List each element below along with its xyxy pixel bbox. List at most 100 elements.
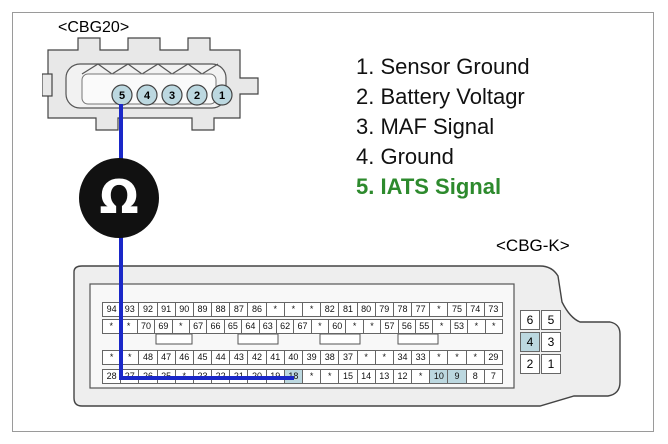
ecu-pin-cell: * bbox=[374, 350, 394, 365]
pin-legend: 1. Sensor Ground 2. Battery Voltagr 3. M… bbox=[356, 52, 530, 202]
ecu-pin-cell: 10 bbox=[429, 369, 449, 384]
ecu-pin-cell: * bbox=[447, 350, 467, 365]
ecu-pin-cell: 14 bbox=[356, 369, 376, 384]
ecu-pin-cell: 75 bbox=[447, 302, 467, 317]
ecu-pin-cell: * bbox=[429, 302, 449, 317]
ecu-pin-cell: * bbox=[283, 302, 303, 317]
ecu-right-pin-cell: 4 bbox=[520, 332, 540, 352]
top-connector-pins: 5 4 3 2 1 bbox=[111, 84, 233, 106]
ecu-pin-cell: * bbox=[102, 319, 121, 334]
ecu-pin-cell: 8 bbox=[465, 369, 485, 384]
ecu-pin-cell: 93 bbox=[120, 302, 140, 317]
ecu-pin-cell: 92 bbox=[138, 302, 158, 317]
ecu-right-pin-cell: 3 bbox=[541, 332, 561, 352]
legend-item: 3. MAF Signal bbox=[356, 114, 495, 139]
pin-3 bbox=[161, 84, 183, 106]
ecu-pin-cell: 55 bbox=[415, 319, 434, 334]
ecu-pin-cell: * bbox=[467, 319, 486, 334]
ecu-pin-cell: 46 bbox=[174, 350, 194, 365]
ecu-pin-cell: 34 bbox=[392, 350, 413, 365]
ecu-pin-cell: 79 bbox=[374, 302, 394, 317]
ecu-pin-cell: 65 bbox=[223, 319, 243, 334]
test-wire-vertical bbox=[119, 104, 123, 380]
ecu-pin-cell: * bbox=[356, 350, 376, 365]
ecu-pin-cell: 53 bbox=[449, 319, 469, 334]
ecu-pin-cell: 80 bbox=[356, 302, 376, 317]
legend-item: 2. Battery Voltagr bbox=[356, 84, 525, 109]
ecu-pin-cell: 70 bbox=[136, 319, 156, 334]
ecu-pin-cell: 67 bbox=[188, 319, 208, 334]
ecu-pin-cell: 67 bbox=[293, 319, 312, 334]
ecu-pin-cell: 86 bbox=[247, 302, 267, 317]
ecu-pin-cell: 88 bbox=[211, 302, 231, 317]
ecu-pin-cell: 74 bbox=[465, 302, 485, 317]
ecu-pin-cell: 78 bbox=[392, 302, 413, 317]
pin-5-label: 5 bbox=[119, 90, 125, 102]
ecu-pin-cell: 82 bbox=[320, 302, 340, 317]
top-connector-title: <CBG20> bbox=[58, 19, 130, 36]
ecu-pin-cell: 90 bbox=[174, 302, 194, 317]
ecu-pin-cell: * bbox=[345, 319, 364, 334]
ecu-pin-cell: * bbox=[265, 302, 285, 317]
ecu-pin-cell: 56 bbox=[397, 319, 417, 334]
ecu-pin-cell: * bbox=[465, 350, 485, 365]
ecu-right-pin-cell: 1 bbox=[541, 354, 561, 374]
ecu-pin-cell: 37 bbox=[338, 350, 358, 365]
ecu-pin-cell: 64 bbox=[241, 319, 260, 334]
ecu-pin-cell: 40 bbox=[283, 350, 303, 365]
legend-item: 1. Sensor Ground bbox=[356, 54, 530, 79]
ecu-pin-cell: 69 bbox=[154, 319, 173, 334]
ecu-pin-cell: * bbox=[120, 350, 140, 365]
ecu-connector-title: <CBG-K> bbox=[496, 236, 570, 255]
ecu-pin-cell: 87 bbox=[229, 302, 249, 317]
ecu-pin-cell: 7 bbox=[483, 369, 503, 384]
ecu-pin-cell: 39 bbox=[302, 350, 322, 365]
ecu-pin-cell: 9 bbox=[447, 369, 467, 384]
ecu-pin-cell: 29 bbox=[483, 350, 503, 365]
ecu-right-pin-cell: 6 bbox=[520, 310, 540, 330]
ecu-pin-cell: * bbox=[429, 350, 449, 365]
ecu-pin-cell: 42 bbox=[247, 350, 267, 365]
legend-item: 5. IATS Signal bbox=[356, 174, 502, 199]
ecu-pin-cell: 43 bbox=[229, 350, 249, 365]
ecu-pin-cell: 73 bbox=[483, 302, 503, 317]
pin-3-label: 3 bbox=[169, 90, 175, 102]
pin-2-label: 2 bbox=[194, 90, 200, 102]
ecu-pin-cell: 38 bbox=[320, 350, 340, 365]
top-connector: 5 4 3 2 1 bbox=[42, 37, 259, 131]
ecu-pin-cell: 45 bbox=[192, 350, 213, 365]
ecu-pin-cell: 63 bbox=[258, 319, 277, 334]
ecu-pin-cell: 48 bbox=[138, 350, 158, 365]
ecu-right-pin-cell: 5 bbox=[541, 310, 561, 330]
legend-item: 4. Ground bbox=[356, 144, 454, 169]
ecu-pin-cell: * bbox=[432, 319, 451, 334]
ecu-pin-cell: 91 bbox=[156, 302, 176, 317]
ecu-pin-cell: 66 bbox=[206, 319, 225, 334]
ecu-pin-cell: 15 bbox=[338, 369, 358, 384]
ecu-pin-cell: 12 bbox=[392, 369, 413, 384]
ecu-pin-cell: * bbox=[484, 319, 503, 334]
ecu-pin-cell: 47 bbox=[156, 350, 176, 365]
ecu-pin-cell: 44 bbox=[211, 350, 231, 365]
test-wire-horizontal bbox=[119, 376, 294, 380]
ecu-pin-cell: 33 bbox=[411, 350, 431, 365]
ohmmeter-icon: Ω bbox=[79, 158, 159, 238]
pin-1-label: 1 bbox=[219, 90, 225, 102]
ecu-pin-cell: 77 bbox=[411, 302, 431, 317]
ecu-right-pin-cell: 2 bbox=[520, 354, 540, 374]
ecu-pin-cell: * bbox=[302, 302, 322, 317]
ecu-pin-cell: * bbox=[362, 319, 382, 334]
ecu-pin-cell: 41 bbox=[265, 350, 285, 365]
ecu-pin-cell: 62 bbox=[275, 319, 295, 334]
ecu-pin-cell: 60 bbox=[328, 319, 347, 334]
pin-2 bbox=[186, 84, 208, 106]
pin-4-label: 4 bbox=[144, 90, 151, 102]
ecu-pin-cell: 57 bbox=[380, 319, 399, 334]
ecu-pin-cell: * bbox=[320, 369, 340, 384]
ecu-pin-cell: * bbox=[171, 319, 190, 334]
ecu-pin-cell: 89 bbox=[192, 302, 213, 317]
pin-4 bbox=[136, 84, 158, 106]
pin-1 bbox=[211, 84, 233, 106]
